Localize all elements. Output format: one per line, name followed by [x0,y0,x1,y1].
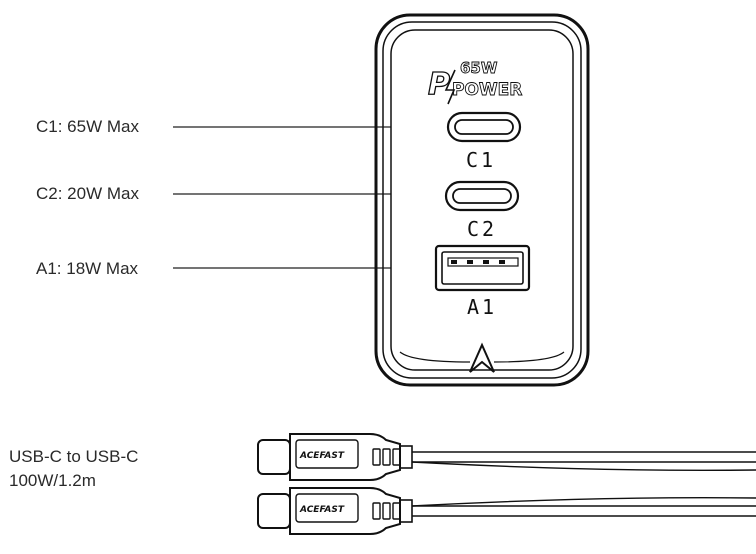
port-c1: C1 [446,111,522,172]
cable-brand-top: ACEFAST [299,451,345,461]
port-a1-marking: A1 [467,295,497,319]
port-c1-marking: C1 [466,148,496,172]
cable-loop [411,461,756,507]
port-c2: C2 [444,180,520,241]
cable-label-type: USB-C to USB-C [9,447,139,466]
cable-connector-top: ACEFAST [257,433,756,481]
brand-mark-icon [469,342,495,373]
power-logo: P 65W POWER [427,59,523,105]
svg-text:P: P [428,67,450,102]
cable-label: USB-C to USB-C 100W/1.2m [9,445,138,493]
port-a1: A1 [434,244,531,319]
port-a1-label: A1: 18W Max [36,259,139,278]
port-c2-label: C2: 20W Max [36,184,139,203]
port-c2-marking: C2 [467,217,497,241]
cable-label-spec: 100W/1.2m [9,471,96,490]
logo-power-text: POWER [452,80,522,100]
cable-connector-bottom: ACEFAST [257,487,756,535]
port-c1-label: C1: 65W Max [36,117,139,136]
cable-brand-bottom: ACEFAST [299,505,345,515]
logo-watt-text: 65W [460,59,498,77]
